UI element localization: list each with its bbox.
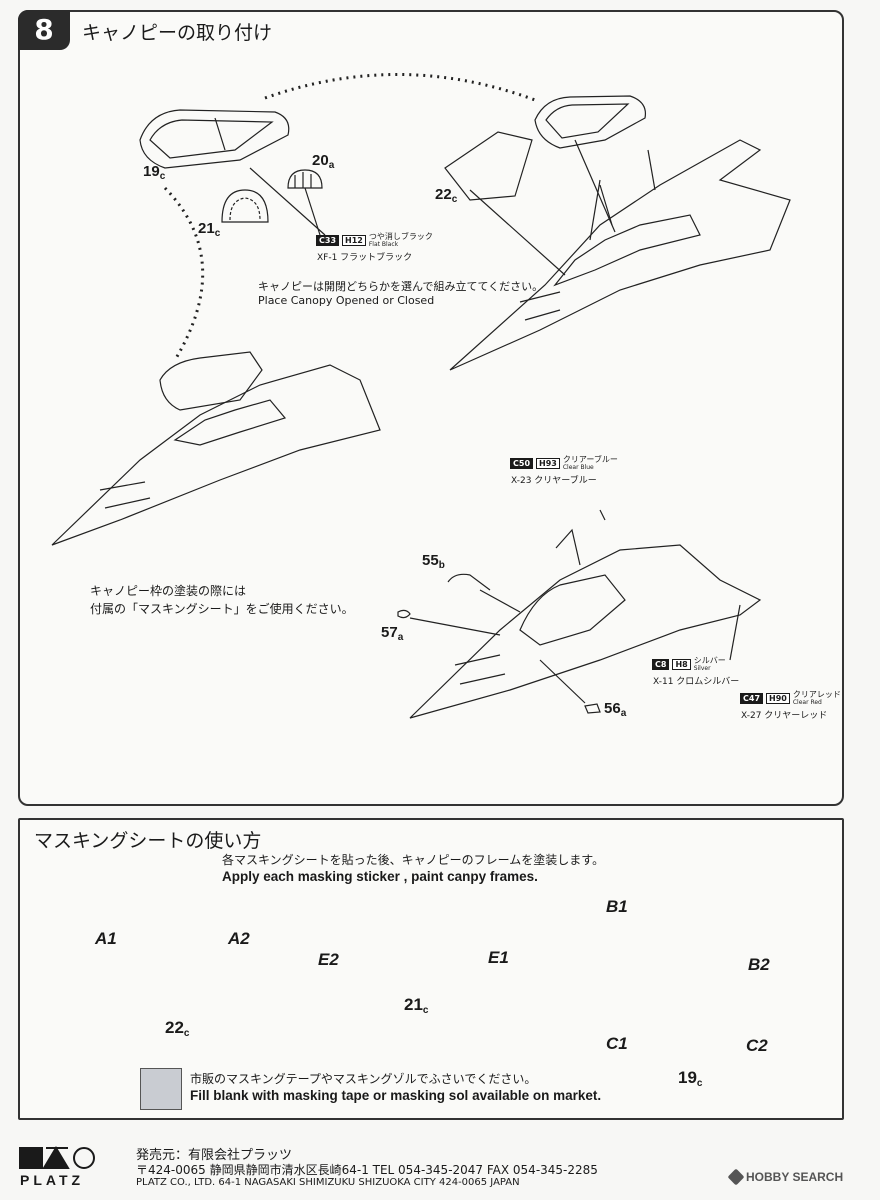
part-label-55b: 55b [422, 552, 445, 571]
masking-instruction: 各マスキングシートを貼った後、キャノピーのフレームを塗装します。 Apply e… [222, 852, 604, 884]
mask-label-c2: C2 [746, 1036, 768, 1055]
canopy-19c-drawing [139, 109, 290, 169]
place-canopy-jp: キャノピーは開閉どちらかを選んで組み立ててください。 [258, 280, 544, 293]
fill-instruction-jp: 市販のマスキングテープやマスキングゾルでふさいでください。 [190, 1072, 537, 1086]
masking-note-line2: 付属の「マスキングシート」をご使用ください。 [90, 602, 354, 616]
seller-line: 発売元：有限会社プラッツ [136, 1148, 293, 1163]
mask-label-b2: B2 [748, 955, 770, 974]
mask-label-a2: A2 [228, 929, 250, 948]
hobby-search-watermark: HOBBY SEARCH [727, 1168, 843, 1186]
brand-name: PLATZ [20, 1172, 85, 1188]
mask-label-b1: B1 [606, 897, 628, 916]
address-jp: 〒424-0065 静岡県静岡市清水区長崎64-1 TEL 054-345-20… [136, 1163, 598, 1177]
mask-label-e1: E1 [488, 948, 509, 967]
step-title: キャノピーの取り付け [82, 22, 273, 44]
place-canopy-en: Place Canopy Opened or Closed [258, 294, 435, 307]
mask-part-22c: 22c [165, 1018, 190, 1039]
fill-instruction: 市販のマスキングテープやマスキングゾルでふさいでください。 Fill blank… [190, 1071, 601, 1103]
part-label-19c: 19c [143, 163, 166, 182]
masking-instruction-jp: 各マスキングシートを貼った後、キャノピーのフレームを塗装します。 [222, 853, 605, 867]
jet-top-right-drawing [449, 139, 791, 371]
jet-bottom-right-drawing [397, 509, 762, 719]
masking-note-line1: キャノピー枠の塗装の際には [90, 584, 247, 598]
part-label-57a: 57a [381, 624, 404, 643]
mask-label-a1: A1 [95, 929, 117, 948]
fill-instruction-en: Fill blank with masking tape or masking … [190, 1088, 602, 1103]
part-20a-drawing [287, 169, 323, 189]
paint-sub-silver: X-11 クロムシルバー [653, 677, 740, 687]
mask-fill-swatch [140, 1068, 182, 1110]
paint-sub-flat-black: XF-1 フラットブラック [317, 253, 413, 263]
hobby-search-logo-icon [727, 1168, 745, 1186]
platz-logo-icon [19, 1146, 95, 1169]
part-21c-drawing [221, 189, 269, 223]
masking-instruction-en: Apply each masking sticker , paint canpy… [222, 869, 538, 884]
jet-mid-left-drawing [51, 351, 381, 546]
part-label-20a: 20a [312, 152, 335, 171]
part-label-56a: 56a [604, 700, 627, 719]
mask-label-e2: E2 [318, 950, 339, 969]
step-panel: 8 キャノピーの取り付け [18, 10, 844, 806]
part-label-22c: 22c [435, 186, 458, 205]
step-number-badge: 8 [18, 10, 70, 50]
address-en: PLATZ CO., LTD. 64-1 NAGASAKI SHIMIZUKU … [136, 1177, 520, 1188]
dotted-arrow-top [264, 73, 536, 102]
part-label-21c: 21c [198, 220, 221, 239]
paint-sub-clear-red: X-27 クリヤーレッド [741, 711, 828, 721]
mask-part-21c: 21c [404, 995, 429, 1016]
canopy-open-drawing [534, 95, 647, 149]
mask-label-c1: C1 [606, 1034, 628, 1053]
mask-part-19c: 19c [678, 1068, 703, 1089]
dotted-arrow-left [163, 186, 205, 361]
masking-title: マスキングシートの使い方 [34, 830, 262, 852]
windshield-22c-drawing [444, 131, 533, 201]
paint-sub-clear-blue: X-23 クリヤーブルー [511, 476, 597, 486]
